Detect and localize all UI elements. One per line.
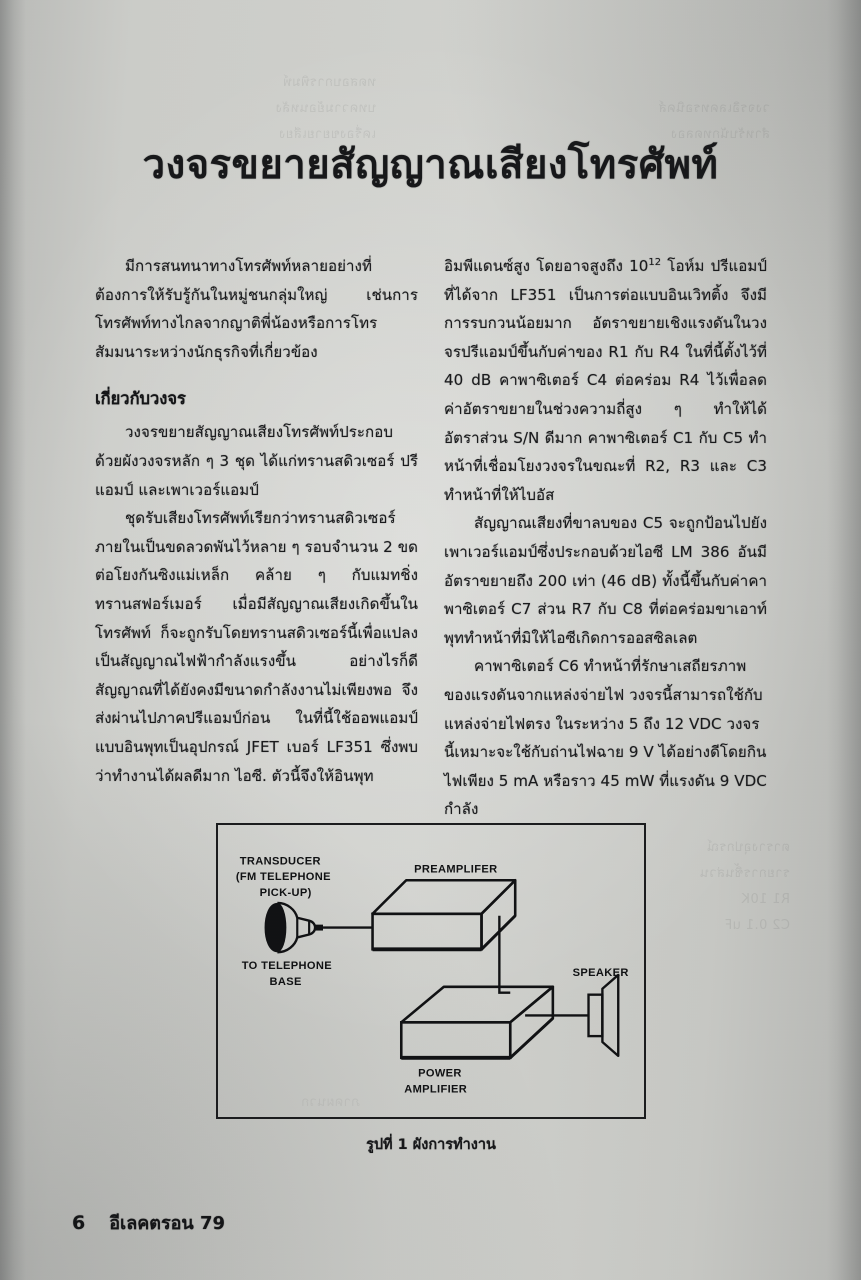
paragraph-circuit-overview: วงจรขยายสัญญาณเสียงโทรศัพท์ประกอบด้วยผัง… — [95, 423, 418, 499]
speaker-cone-icon — [587, 973, 620, 1058]
label-preamplifier: PREAMPLIFER — [414, 863, 497, 875]
impedance-text-before-exponent: อิมพีแดนซ์สูง โดยอาจสูงถึง 10 — [444, 257, 649, 275]
paragraph-transducer-description: ชุดรับเสียงโทรศัพท์เรียกว่าทรานสดิวเซอร์… — [95, 509, 418, 785]
two-column-body: มีการสนทนาทางโทรศัพท์หลายอย่างที่ต้องการ… — [95, 252, 767, 824]
label-power-amp-line1: POWER — [418, 1068, 462, 1080]
wire-preamp-to-power-amp — [498, 915, 511, 994]
right-column: อิมพีแดนซ์สูง โดยอาจสูงถึง 1012 โอห์ม ปร… — [444, 252, 767, 824]
transducer-pickup-icon — [264, 901, 324, 954]
block-diagram-svg: TRANSDUCER (FM TELEPHONE PICK-UP) — [236, 855, 629, 1095]
section-heading-about-circuit: เกี่ยวกับวงจร — [95, 389, 186, 409]
paragraph-power-supply: คาพาซิเตอร์ C6 ทำหน้าที่รักษาเสถียรภาพขอ… — [444, 657, 767, 819]
label-power-amp-line2: AMPLIFIER — [404, 1083, 467, 1095]
page-footer: 6 อีเลคตรอน 79 — [72, 1208, 225, 1237]
magazine-name: อีเลคตรอน 79 — [109, 1213, 226, 1234]
page-number: 6 — [72, 1212, 86, 1234]
intro-paragraph: มีการสนทนาทางโทรศัพท์หลายอย่างที่ต้องการ… — [95, 257, 418, 361]
label-transducer-line3: PICK-UP) — [260, 887, 312, 899]
left-column: มีการสนทนาทางโทรศัพท์หลายอย่างที่ต้องการ… — [95, 252, 418, 824]
label-transducer-line1: TRANSDUCER — [240, 855, 321, 867]
label-speaker: SPEAKER — [573, 967, 629, 979]
paragraph-impedance-preamp: อิมพีแดนซ์สูง โดยอาจสูงถึง 1012 โอห์ม ปร… — [444, 252, 767, 509]
paragraph-power-amp-lm386: สัญญาณเสียงที่ขาลบของ C5 จะถูกป้อนไปยังเ… — [444, 514, 767, 647]
preamplifier-box — [371, 878, 517, 952]
label-telephone-base-line1: TO TELEPHONE — [242, 960, 332, 972]
label-transducer-line2: (FM TELEPHONE — [236, 871, 331, 883]
article-title: วงจรขยายสัญญาณเสียงโทรศัพท์ — [142, 141, 719, 188]
figure-border-box: TRANSDUCER (FM TELEPHONE PICK-UP) — [216, 823, 646, 1119]
impedance-text-after-exponent: โอห์ม ปรีแอมป์ที่ได้จาก LF351 เป็นการต่อ… — [444, 257, 767, 504]
exponent-twelve: 12 — [648, 256, 662, 268]
power-amplifier-box — [399, 985, 555, 1060]
figure-caption: รูปที่ 1 ผังการทำงาน — [366, 1137, 496, 1153]
figure-1: TRANSDUCER (FM TELEPHONE PICK-UP) — [216, 823, 646, 1156]
label-telephone-base-line2: BASE — [270, 976, 302, 988]
